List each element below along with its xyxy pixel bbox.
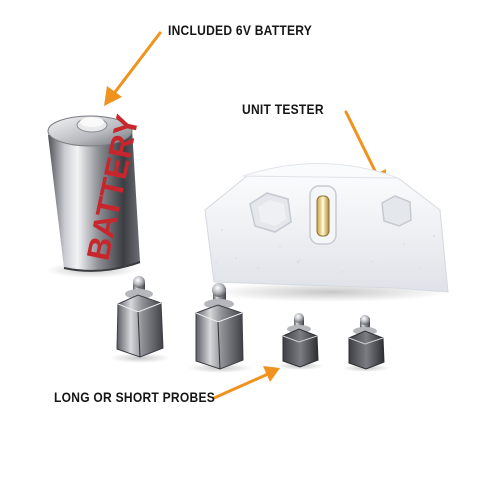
probe-long-1: [110, 276, 170, 363]
unit-tester: [204, 163, 450, 302]
tester-hex-socket-right: [381, 195, 412, 227]
callout-tester-label: UNIT TESTER: [242, 101, 324, 117]
callout-probes-label: LONG OR SHORT PROBES: [54, 389, 216, 405]
probe-long-2: [188, 283, 252, 373]
probe-short-1: [276, 313, 324, 370]
battery: BATTERY: [46, 112, 146, 278]
arrow-to-battery: [104, 31, 162, 106]
probe-short-2: [342, 315, 390, 372]
arrow-to-probes: [212, 366, 280, 400]
callout-battery-label: INCLUDED 6V BATTERY: [168, 22, 313, 38]
